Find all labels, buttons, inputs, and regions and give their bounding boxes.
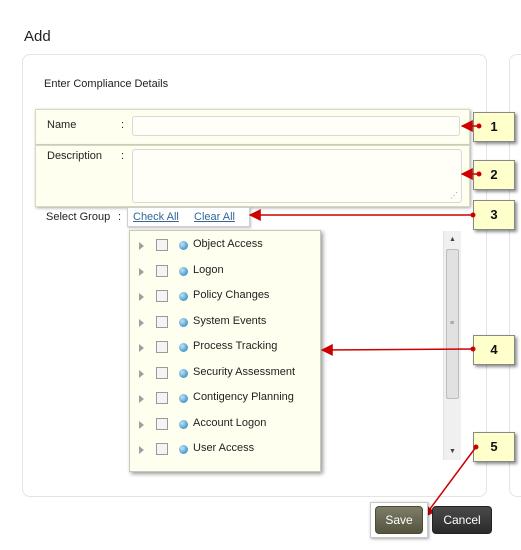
group-list-scrollbar[interactable]: ▲ ≡ ▼ (443, 231, 461, 460)
tree-item-label: Contigency Planning (193, 391, 294, 403)
clear-all-link[interactable]: Clear All (194, 211, 235, 223)
expand-arrow-icon[interactable] (139, 395, 144, 403)
save-button[interactable]: Save (375, 506, 423, 534)
callout-2: 2 (473, 160, 515, 190)
description-colon: : (121, 150, 125, 162)
blue-bullet-icon (179, 394, 188, 403)
tree-item-user-access[interactable]: User Access (130, 441, 320, 459)
callout-4: 4 (473, 335, 515, 365)
tree-item-label: Process Tracking (193, 340, 278, 352)
tree-item-logon[interactable]: Logon (130, 263, 320, 281)
tree-item-security-assessment[interactable]: Security Assessment (130, 365, 320, 383)
expand-arrow-icon[interactable] (139, 268, 144, 276)
expand-arrow-icon[interactable] (139, 370, 144, 378)
tree-item-label: System Events (193, 315, 267, 327)
description-row: Description : ⋰ (35, 145, 470, 207)
group-checkbox[interactable] (156, 418, 168, 430)
page-title: Add (24, 28, 51, 45)
blue-bullet-icon (179, 445, 188, 454)
group-tree: Object Access Logon Policy Changes Syste… (129, 230, 321, 472)
tree-item-label: Object Access (193, 238, 263, 250)
group-checkbox[interactable] (156, 265, 168, 277)
group-checkbox[interactable] (156, 443, 168, 455)
blue-bullet-icon (179, 241, 188, 250)
tree-item-system-events[interactable]: System Events (130, 314, 320, 332)
expand-arrow-icon[interactable] (139, 446, 144, 454)
tree-item-label: User Access (193, 442, 255, 454)
select-group-colon: : (118, 211, 122, 223)
group-checkbox[interactable] (156, 392, 168, 404)
scroll-down-icon[interactable]: ▼ (449, 448, 456, 455)
name-label: Name (47, 119, 77, 131)
blue-bullet-icon (179, 267, 188, 276)
expand-arrow-icon[interactable] (139, 421, 144, 429)
group-checkbox[interactable] (156, 367, 168, 379)
group-checkbox[interactable] (156, 290, 168, 302)
expand-arrow-icon[interactable] (139, 344, 144, 352)
cancel-button[interactable]: Cancel (432, 506, 492, 534)
group-checkbox[interactable] (156, 239, 168, 251)
resize-grip-icon[interactable]: ⋰ (450, 191, 458, 200)
scroll-thumb[interactable]: ≡ (446, 249, 459, 399)
group-checkbox[interactable] (156, 316, 168, 328)
blue-bullet-icon (179, 343, 188, 352)
tree-item-policy-changes[interactable]: Policy Changes (130, 288, 320, 306)
scroll-up-icon[interactable]: ▲ (449, 236, 456, 243)
name-input[interactable] (132, 116, 460, 136)
tree-item-process-tracking[interactable]: Process Tracking (130, 339, 320, 357)
callout-5: 5 (473, 432, 515, 462)
expand-arrow-icon[interactable] (139, 319, 144, 327)
tree-item-label: Policy Changes (193, 289, 270, 301)
section-title: Enter Compliance Details (44, 78, 169, 90)
group-checkbox[interactable] (156, 341, 168, 353)
callout-1: 1 (473, 112, 515, 142)
description-label: Description (47, 150, 103, 162)
select-group-label: Select Group (46, 211, 111, 223)
blue-bullet-icon (179, 318, 188, 327)
tree-item-account-logon[interactable]: Account Logon (130, 416, 320, 434)
tree-item-object-access[interactable]: Object Access (130, 237, 320, 255)
tree-item-label: Logon (193, 264, 224, 276)
callout-3: 3 (473, 200, 515, 230)
tree-item-contigency-planning[interactable]: Contigency Planning (130, 390, 320, 408)
thumb-grip-icon: ≡ (450, 320, 455, 327)
blue-bullet-icon (179, 420, 188, 429)
expand-arrow-icon[interactable] (139, 242, 144, 250)
blue-bullet-icon (179, 369, 188, 378)
check-all-link[interactable]: Check All (133, 211, 179, 223)
name-row: Name : (35, 109, 470, 145)
blue-bullet-icon (179, 292, 188, 301)
name-colon: : (121, 119, 125, 131)
description-textarea[interactable]: ⋰ (132, 149, 462, 203)
tree-item-label: Security Assessment (193, 366, 296, 378)
tree-item-label: Account Logon (193, 417, 267, 429)
expand-arrow-icon[interactable] (139, 293, 144, 301)
group-link-box: Check All Clear All (127, 207, 250, 227)
